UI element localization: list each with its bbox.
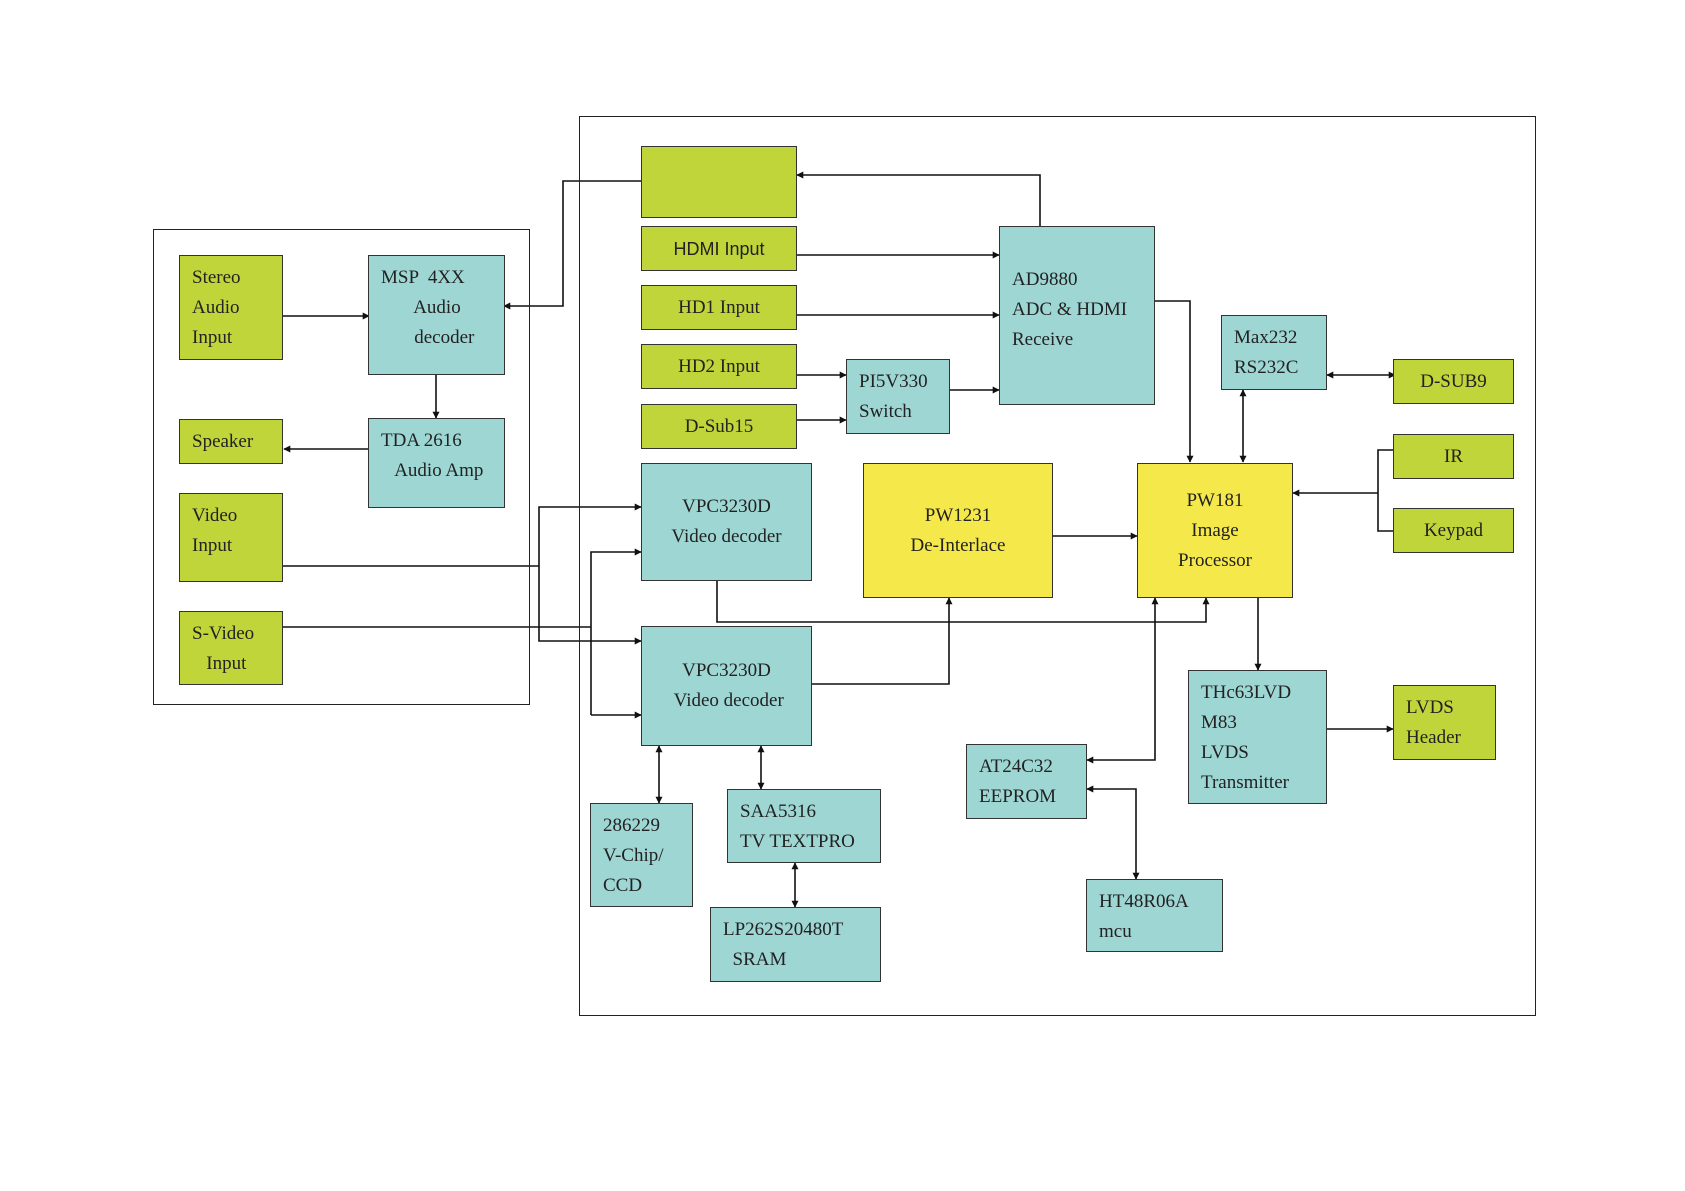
- ir-block: IR: [1393, 434, 1514, 479]
- tda2616-audio-amp-block: TDA 2616 Audio Amp: [368, 418, 505, 508]
- ad9880-block: AD9880 ADC & HDMI Receive: [999, 226, 1155, 405]
- msp4xx-audio-decoder-block: MSP 4XX Audio decoder: [368, 255, 505, 375]
- lvds-header-block: LVDS Header: [1393, 685, 1496, 760]
- stereo-audio-input-block: Stereo Audio Input: [179, 255, 283, 360]
- vpc3230d-top-block: VPC3230D Video decoder: [641, 463, 812, 581]
- wire-eeprom-to-mcu: [1086, 785, 1140, 880]
- wire-ad9880-to-top-input: [796, 171, 1041, 227]
- max232-block: Max232 RS232C: [1221, 315, 1327, 390]
- wire-svideo-to-vpc-top: [590, 548, 642, 715]
- dsub9-block: D-SUB9: [1393, 359, 1514, 404]
- ht48r06a-mcu-block: HT48R06A mcu: [1086, 879, 1223, 952]
- wire-vpc-top-to-pw181: [716, 581, 1210, 623]
- at24c32-eeprom-block: AT24C32 EEPROM: [966, 744, 1087, 819]
- wire-eeprom-to-pw181: [1086, 597, 1159, 764]
- saa5316-textpro-block: SAA5316 TV TEXTPRO: [727, 789, 881, 863]
- keypad-block: Keypad: [1393, 508, 1514, 553]
- thc63lvdm83-block: THc63LVD M83 LVDS Transmitter: [1188, 670, 1327, 804]
- sram-block: LP262S20480T SRAM: [710, 907, 881, 982]
- wire-ad9880-to-pw181: [1155, 300, 1194, 463]
- main-board-frame: [579, 116, 1536, 1016]
- wire-ir-branch: [1377, 449, 1396, 532]
- video-input-block: Video Input: [179, 493, 283, 582]
- dsub15-block: D-Sub15: [641, 404, 797, 449]
- hd1-input-block: HD1 Input: [641, 285, 797, 330]
- vpc3230d-bottom-block: VPC3230D Video decoder: [641, 626, 812, 746]
- audio-video-board-frame: [153, 229, 530, 705]
- wire-top-input-to-msp: [503, 180, 641, 310]
- wire-video-to-vpc-top: [538, 503, 642, 566]
- pw1231-deinterlace-block: PW1231 De-Interlace: [863, 463, 1053, 598]
- wire-video-to-vpc-bottom: [538, 566, 642, 645]
- vchip-ccd-block: 286229 V-Chip/ CCD: [590, 803, 693, 907]
- pi5v330-switch-block: PI5V330 Switch: [846, 359, 950, 434]
- pw181-image-processor-block: PW181 Image Processor: [1137, 463, 1293, 598]
- wire-vpc-bottom-to-pw1231: [812, 597, 953, 685]
- speaker-block: Speaker: [179, 419, 283, 464]
- hdmi-input-block: HDMI Input: [641, 226, 797, 271]
- unlabeled-input-block: [641, 146, 797, 218]
- hd2-input-block: HD2 Input: [641, 344, 797, 389]
- svideo-input-block: S-Video Input: [179, 611, 283, 685]
